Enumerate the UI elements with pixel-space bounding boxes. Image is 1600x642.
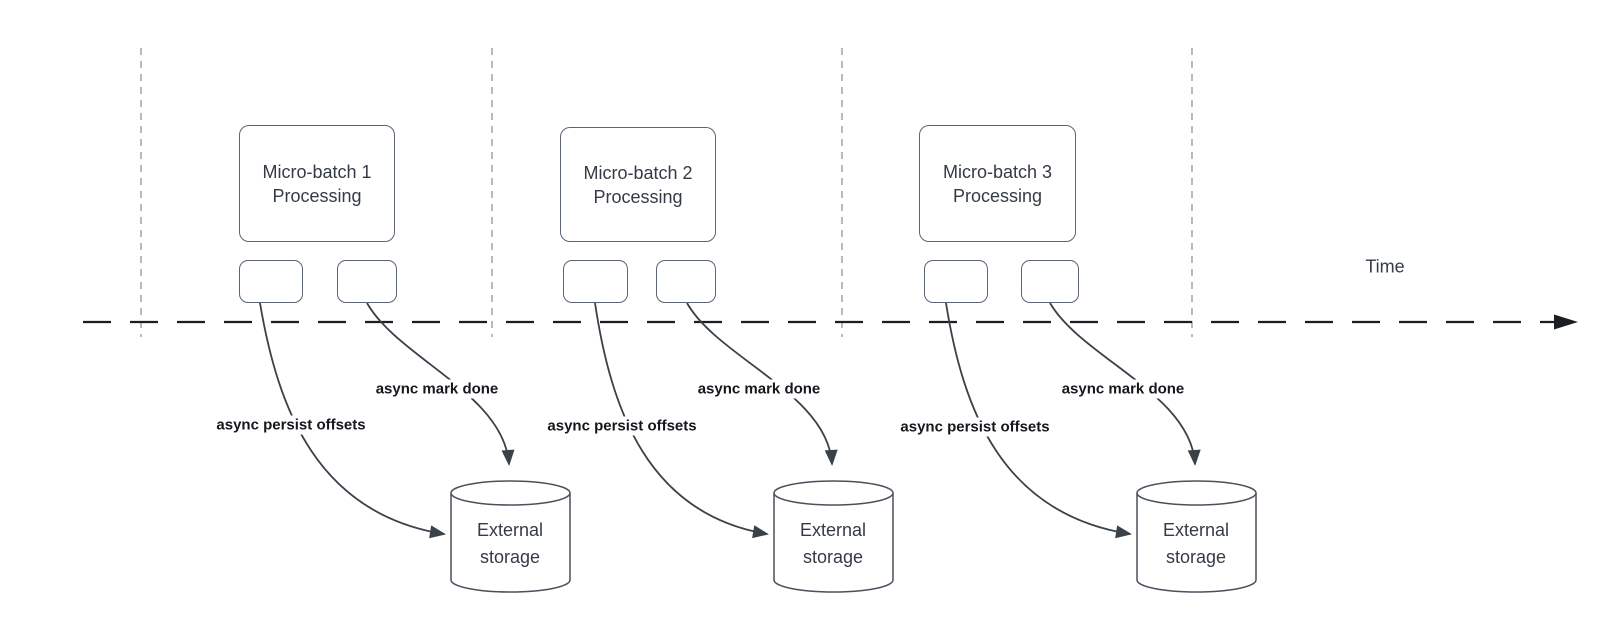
persist-offsets-arrow-1 — [259, 302, 446, 539]
external-storage-label-3-line1: External — [1162, 520, 1230, 540]
mark-done-arrow-1 — [366, 302, 515, 466]
micro-batch-2-title-line2: Processing — [593, 186, 683, 207]
persist-offsets-arrow-2 — [594, 302, 769, 539]
external-storage-label-3-line2: storage — [1165, 547, 1227, 567]
micro-batch-1-title-line2: Processing — [272, 185, 362, 206]
cylinder-body — [1136, 493, 1257, 593]
time-axis-arrowhead — [1554, 314, 1578, 330]
micro-batch-2-subtask-box-right — [656, 260, 716, 303]
cylinder-body — [773, 493, 894, 593]
cylinder-body — [450, 493, 571, 593]
external-storage-label-1-line2: storage — [479, 547, 541, 567]
micro-batch-1-title-line1: Micro-batch 1 — [262, 161, 372, 182]
external-storage-cylinder-3 — [1136, 480, 1257, 593]
micro-batch-1-processing-box: Micro-batch 1 Processing — [239, 125, 395, 242]
micro-batch-2-title-line1: Micro-batch 2 — [583, 162, 693, 183]
mark-done-label-2: async mark done — [694, 379, 824, 399]
external-storage-label-1: External storage — [477, 517, 543, 571]
external-storage-label-1-line1: External — [476, 520, 544, 540]
micro-batch-3-title-line1: Micro-batch 3 — [942, 161, 1053, 182]
micro-batch-1-subtask-box-left — [239, 260, 303, 303]
micro-batch-3-processing-box: Micro-batch 3 Processing — [919, 125, 1076, 242]
external-storage-cylinder-2 — [773, 480, 894, 593]
cylinder-top — [1136, 480, 1257, 506]
micro-batch-2-processing-box: Micro-batch 2 Processing — [560, 127, 716, 242]
mark-done-label-1: async mark done — [372, 379, 502, 399]
persist-offsets-label-1: async persist offsets — [213, 415, 369, 435]
mark-done-label-3: async mark done — [1058, 379, 1188, 399]
cylinder-top — [450, 480, 571, 506]
persist-offsets-label-3: async persist offsets — [897, 417, 1053, 437]
external-storage-label-2-line1: External — [799, 520, 867, 540]
persist-offsets-arrow-3 — [945, 302, 1132, 539]
micro-batch-3-subtask-box-right — [1021, 260, 1079, 303]
external-storage-label-2: External storage — [800, 517, 866, 571]
micro-batch-3-title-line2: Processing — [952, 185, 1043, 206]
micro-batch-2-subtask-box-left — [563, 260, 628, 303]
micro-batch-2-title: Micro-batch 2 Processing — [583, 161, 692, 209]
persist-offsets-label-2: async persist offsets — [544, 416, 700, 436]
external-storage-label-2-line2: storage — [802, 547, 864, 567]
time-axis-label: Time — [1365, 256, 1405, 277]
mark-done-arrow-2 — [686, 302, 838, 466]
external-storage-cylinder-1 — [450, 480, 571, 593]
cylinder-top — [773, 480, 894, 506]
micro-batch-3-title: Micro-batch 3 Processing — [943, 160, 1052, 208]
external-storage-label-3: External storage — [1163, 517, 1229, 571]
micro-batch-1-subtask-box-right — [337, 260, 397, 303]
micro-batch-1-title: Micro-batch 1 Processing — [262, 160, 371, 208]
mark-done-arrow-3 — [1049, 302, 1201, 466]
micro-batch-3-subtask-box-left — [924, 260, 988, 303]
